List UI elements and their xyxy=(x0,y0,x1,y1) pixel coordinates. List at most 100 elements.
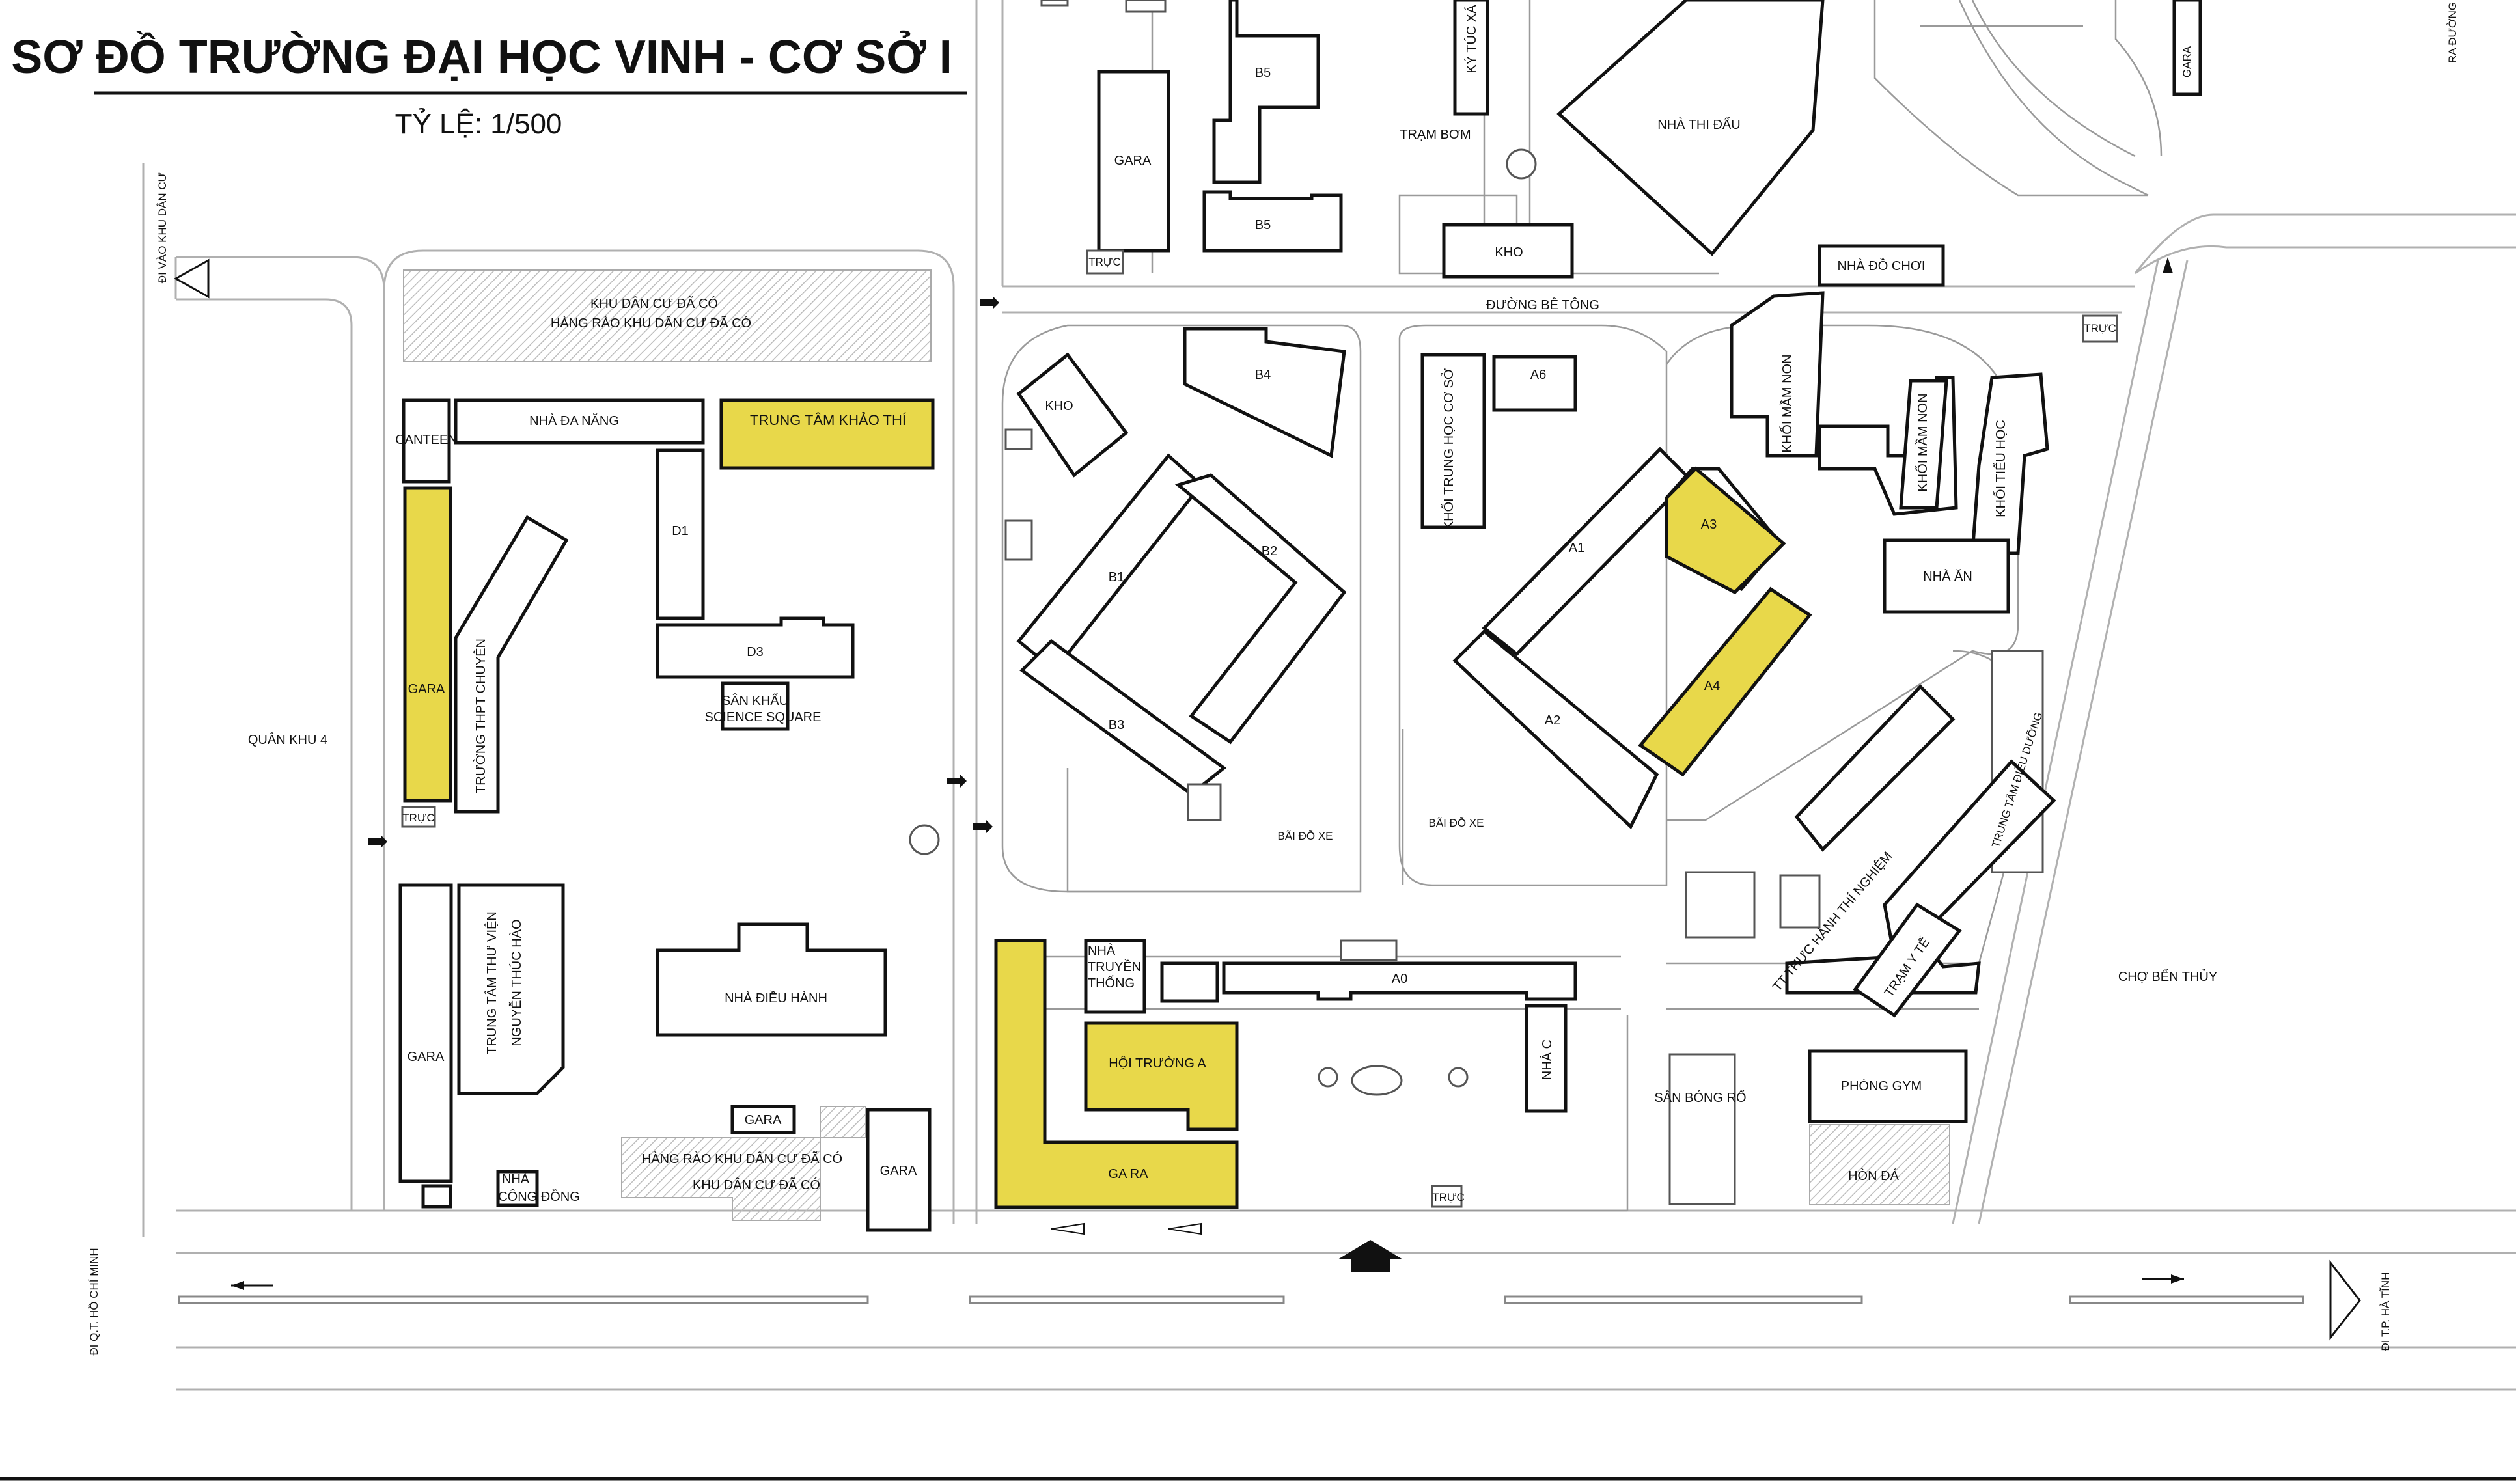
truc-left-booth xyxy=(401,806,436,828)
label-nha-thi-dau: NHÀ THI ĐẤU xyxy=(1657,117,1740,132)
a3-yellow[interactable] xyxy=(1665,466,1786,595)
arrow-left-entry-icon xyxy=(980,296,999,309)
label-quan-khu: QUÂN KHU 4 xyxy=(248,732,327,747)
khoi-thcs-building[interactable] xyxy=(1420,353,1486,529)
left-road-arrow-icon xyxy=(173,258,210,299)
label-hoi-truong-a: HỘI TRƯỜNG A xyxy=(1109,1056,1206,1071)
label-d3: D3 xyxy=(747,645,764,659)
a2-building[interactable] xyxy=(1452,629,1659,830)
label-trung-tam-khao-thi: TRUNG TÂM KHẢO THÍ xyxy=(750,412,907,428)
kho-left-building[interactable] xyxy=(1016,352,1129,478)
gara-left-bottom[interactable] xyxy=(398,883,453,1183)
truong-thpt-building[interactable] xyxy=(454,515,569,814)
gara-top-right-building[interactable] xyxy=(2172,0,2202,96)
ktx-building[interactable] xyxy=(1453,0,1489,116)
a6-building[interactable] xyxy=(1492,355,1577,412)
khoi-mam-non-1[interactable] xyxy=(1730,291,1825,458)
label-gara-left-bottom: GARA xyxy=(408,1050,445,1064)
label-gara-top-right: GARA xyxy=(2181,46,2193,77)
nha-an-building[interactable] xyxy=(1883,538,2010,614)
gara-yellow-left[interactable] xyxy=(403,486,452,803)
road-network xyxy=(142,0,2516,1391)
kho-top-building[interactable] xyxy=(1442,223,1574,279)
nha-do-choi-building[interactable] xyxy=(1818,244,1945,287)
thu-vien-building[interactable] xyxy=(457,883,565,1095)
label-a0: A0 xyxy=(1392,972,1407,986)
khoi-tieu-hoc-building[interactable] xyxy=(1970,372,2049,555)
small-box-right xyxy=(1779,874,1821,929)
nha-truyen-thong-building[interactable] xyxy=(1084,939,1146,1014)
gara-small-building[interactable] xyxy=(730,1105,796,1134)
hoi-truong-a-building[interactable] xyxy=(1084,1021,1239,1131)
d3-building[interactable] xyxy=(656,616,855,679)
label-a4: A4 xyxy=(1704,679,1720,693)
label-tram-bom: TRẠM BƠM xyxy=(1400,128,1471,142)
gara-yellow-bottom[interactable] xyxy=(994,939,1239,1209)
label-ktx: KÝ TÚC XÁ xyxy=(1464,5,1479,74)
nha-thi-dau-building[interactable] xyxy=(1556,0,1825,256)
label-hon-da: HÒN ĐÁ xyxy=(1848,1168,1899,1183)
arrow-topright-icon xyxy=(2163,257,2173,273)
b4-building[interactable] xyxy=(1183,327,1346,458)
tram-y-te-building[interactable] xyxy=(1853,902,1962,1018)
label-thu-vien-2: NGUYỄN THÚC HÀO xyxy=(509,919,524,1046)
truc-b5-booth xyxy=(1086,249,1124,275)
scale-label: TỶ LỆ: 1/500 xyxy=(395,107,562,140)
arrow-bottom-2-icon xyxy=(1168,1222,1202,1235)
label-gara-yellow-bottom: GA RA xyxy=(1108,1167,1148,1181)
nha-cong-dong-building[interactable] xyxy=(496,1170,539,1207)
a1-building[interactable] xyxy=(1482,447,1692,657)
b3-building[interactable] xyxy=(1019,639,1227,797)
arrow-left-entry3-icon xyxy=(368,835,387,848)
label-gara-small: GARA xyxy=(745,1113,782,1127)
canteen-building[interactable] xyxy=(402,398,451,484)
residential-zone-top xyxy=(403,269,932,362)
san-khau-building[interactable] xyxy=(721,681,790,731)
label-san-khau: SÂN KHẤU xyxy=(722,693,788,708)
label-a3: A3 xyxy=(1701,517,1717,532)
b5-bottom-building[interactable] xyxy=(1202,190,1343,253)
label-nha-truyen-thong-3: THỐNG xyxy=(1088,975,1135,991)
gara-bottom-building[interactable] xyxy=(866,1108,932,1232)
label-nha-truyen-thong-1: NHÀ xyxy=(1088,943,1116,958)
label-nha-da-nang: NHÀ ĐA NĂNG xyxy=(529,413,619,428)
label-nha-truyen-thong-2: TRUYỀN xyxy=(1088,959,1141,974)
entrance-arrow-icon xyxy=(1338,1240,1403,1272)
map-title: SƠ ĐỒ TRƯỜNG ĐẠI HỌC VINH - CƠ SỞ I xyxy=(11,31,952,83)
truc-bottom-booth xyxy=(1431,1185,1463,1208)
a4-yellow[interactable] xyxy=(1638,586,1812,777)
b2-building[interactable] xyxy=(1174,473,1347,745)
trung-tam-khao-thi-building[interactable] xyxy=(719,398,935,470)
label-truong-thpt: TRƯỜNG THPT CHUYÊN xyxy=(473,639,488,793)
b1-building[interactable] xyxy=(1016,453,1204,673)
label-gara-bottom-right: GARA xyxy=(880,1164,917,1178)
label-kho-left: KHO xyxy=(1045,399,1073,413)
label-khoi-mam-non-1: KHỐI MẦM NON xyxy=(1779,354,1795,452)
truc-right-booth xyxy=(2082,314,2118,343)
nha-dieu-hanh-building[interactable] xyxy=(656,922,887,1037)
label-hang-rao-bottom: HÀNG RÀO KHU DÂN CƯ ĐÃ CÓ xyxy=(642,1151,842,1166)
label-nha-cong-dong-1: NHÀ xyxy=(502,1172,530,1187)
gara-b5-building[interactable] xyxy=(1097,70,1170,253)
label-khoi-tieu-hoc: KHỐI TIỂU HỌC xyxy=(1993,420,2008,517)
label-cho-ben-thuy: CHỢ BẾN THỦY xyxy=(2118,969,2217,984)
label-bai-do-xe-1: BÃI ĐỖ XE xyxy=(1277,830,1333,842)
label-di-qt: ĐI Q.T. HỒ CHÍ MINH xyxy=(88,1248,100,1355)
tt-thuc-hanh-top[interactable] xyxy=(1794,684,1956,852)
d1-building[interactable] xyxy=(656,448,705,620)
phong-gym-building[interactable] xyxy=(1808,1049,1968,1123)
nha-da-nang-building[interactable] xyxy=(454,398,705,445)
hon-da-zone xyxy=(1809,1124,1950,1205)
label-di-tp-ha-tinh: ĐI T.P. HÀ TĨNH xyxy=(2379,1272,2392,1351)
a0-building[interactable] xyxy=(1222,961,1577,1001)
label-b4: B4 xyxy=(1255,368,1271,382)
b3-annex xyxy=(1187,783,1222,821)
label-canteen: CANTEEN xyxy=(395,433,458,447)
label-bai-do-xe-2: BÃI ĐỖ XE xyxy=(1428,817,1484,829)
khoi-mam-non-3[interactable] xyxy=(1899,379,1948,510)
small-box-a0 xyxy=(1160,961,1219,1003)
nha-c-building[interactable] xyxy=(1525,1004,1568,1113)
label-nha-an: NHÀ ĂN xyxy=(1923,569,1972,584)
b5-top-building[interactable] xyxy=(1212,0,1320,184)
